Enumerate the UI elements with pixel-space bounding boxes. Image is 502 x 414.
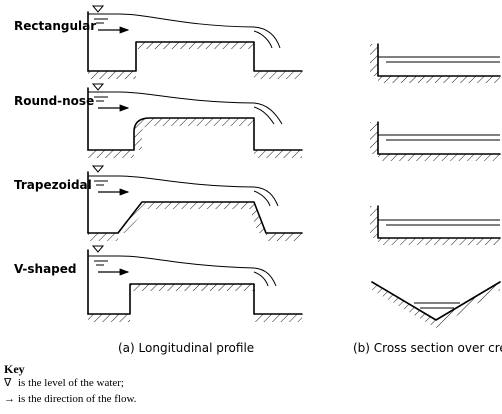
label-v-shaped: V-shaped [14,262,77,276]
label-rectangular: Rectangular [14,19,96,33]
key-item-text: is the level of the water; [18,377,124,389]
key-item-flow-direction: →is the direction of the flow. [4,393,136,405]
key-item-water-level: ∇ is the level of the water; [4,376,124,389]
profile-trapezoidal [87,165,303,241]
cross-section-trapezoidal [370,205,501,245]
flow-arrow-icon: → [4,393,15,405]
profile-v-shaped [87,245,303,322]
label-round-nose: Round-nose [14,94,94,108]
water-level-icon: ∇ [4,377,12,389]
cross-section-v-shaped [371,281,501,328]
cross-section-round-nose [370,121,501,161]
profile-rectangular [87,5,303,79]
key-item-text: is the direction of the flow. [18,393,137,405]
water-level-icon [91,165,105,173]
caption-cross-section: (b) Cross section over crest [353,341,502,355]
water-level-icon [91,245,105,253]
cross-section-rectangular [370,43,501,83]
label-trapezoidal: Trapezoidal [14,178,92,192]
water-level-icon [91,5,105,13]
key-title: Key [4,362,25,376]
caption-longitudinal-profile: (a) Longitudinal profile [118,341,254,355]
profile-round-nose [87,83,303,158]
water-level-icon [91,83,105,91]
